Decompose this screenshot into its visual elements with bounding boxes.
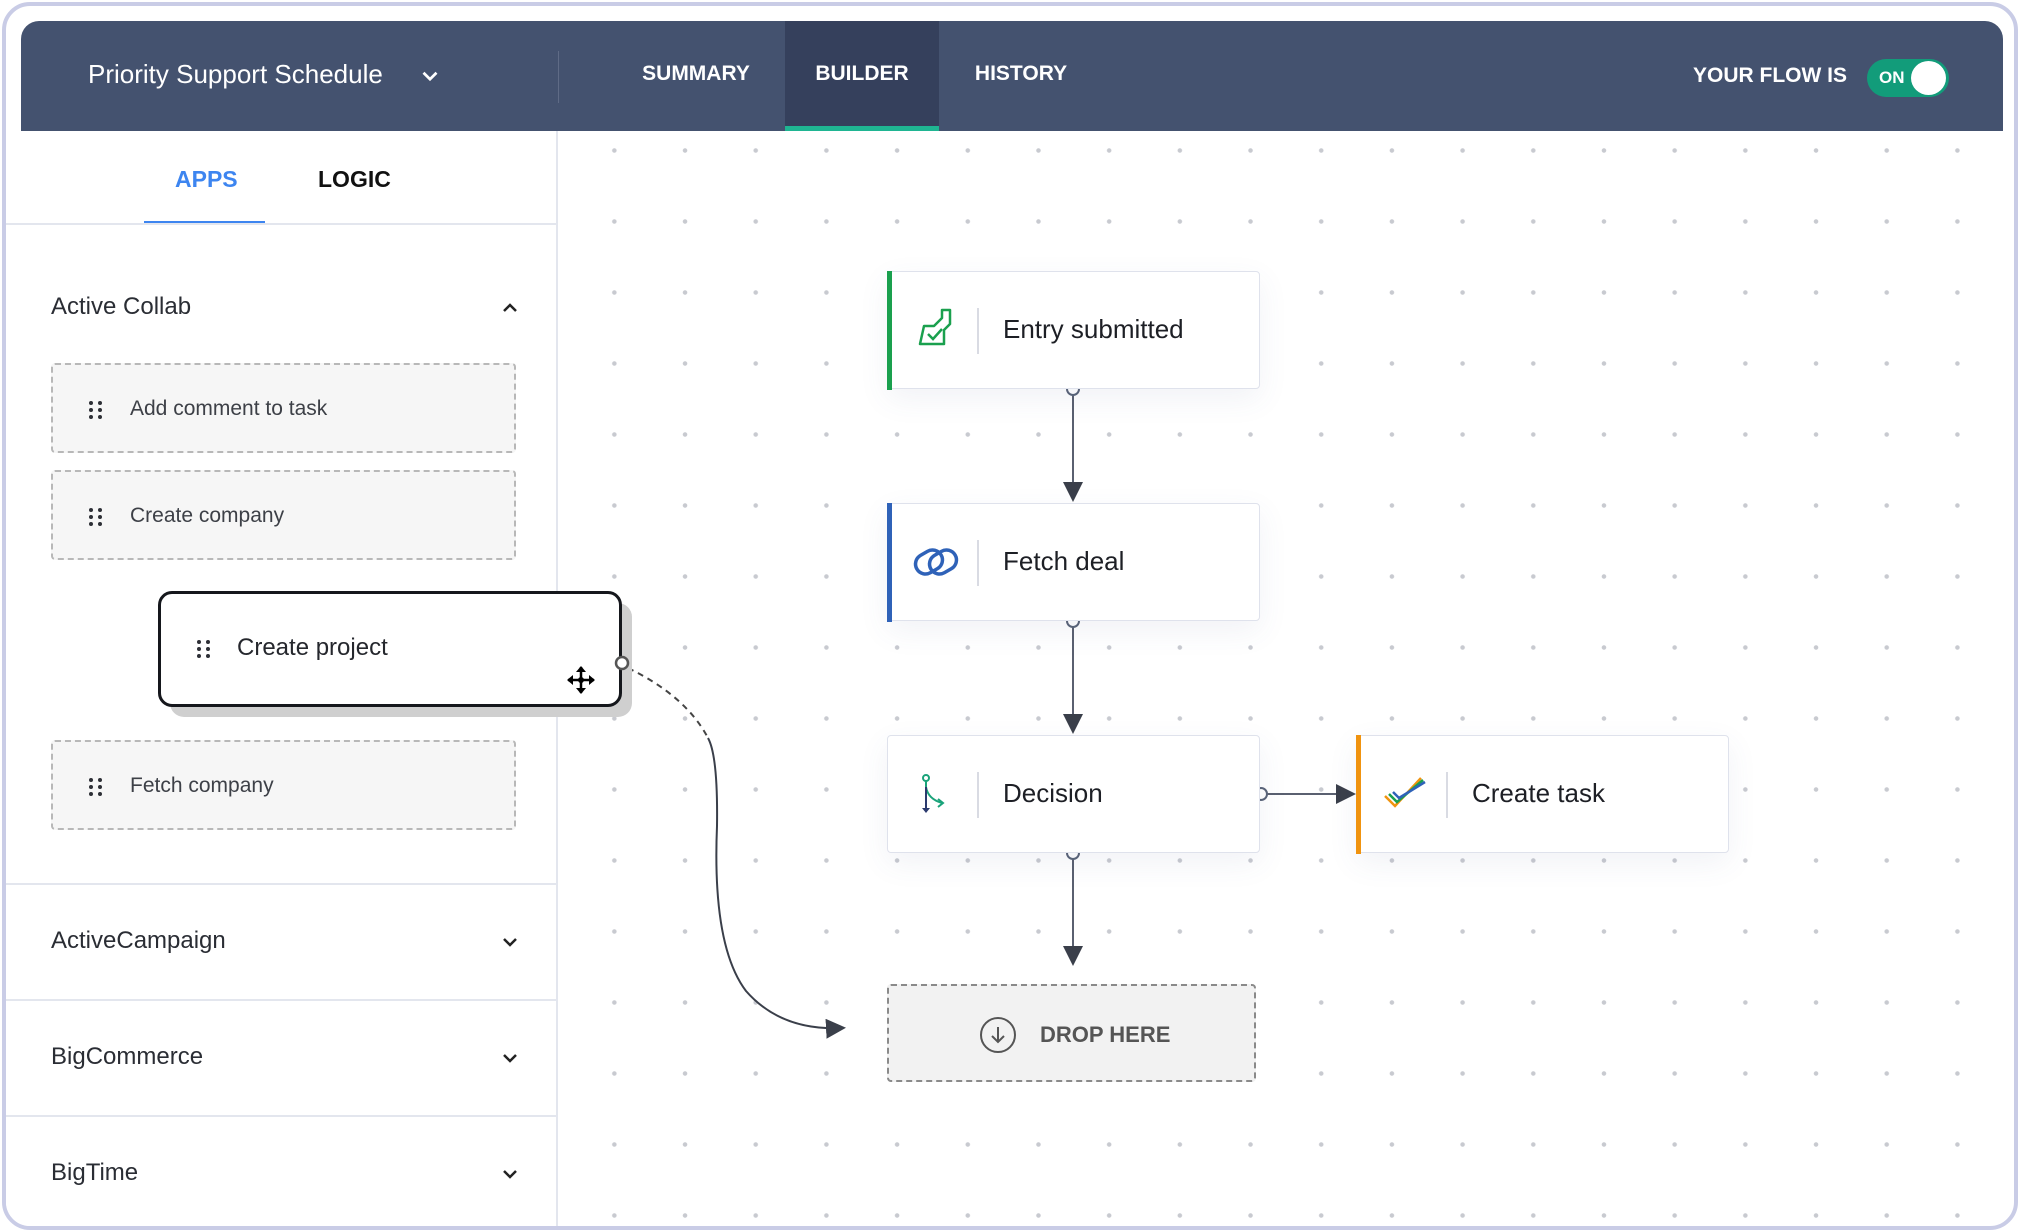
- toggle-knob: [1911, 61, 1946, 95]
- toggle-label: ON: [1879, 68, 1905, 87]
- node-accent-bar: [886, 270, 892, 390]
- sidebar-tab-logic[interactable]: LOGIC: [318, 166, 391, 192]
- node-separator: [1446, 772, 1448, 818]
- node-separator: [977, 308, 979, 354]
- drag-preview-dashed-line: [627, 667, 709, 739]
- group-active-collab[interactable]: Active Collab: [51, 293, 192, 320]
- node-label: Create task: [1472, 778, 1605, 808]
- node-separator: [977, 540, 979, 586]
- item-label: Add comment to task: [130, 397, 328, 420]
- chevron-down-icon[interactable]: [498, 1162, 522, 1186]
- form-entry-icon: [918, 308, 952, 346]
- node-accent-bar: [886, 502, 892, 622]
- app-action-item[interactable]: Fetch company: [51, 740, 516, 830]
- divider: [6, 883, 558, 885]
- app-action-item[interactable]: Create company: [51, 470, 516, 560]
- connector-fetch-decision: [1063, 614, 1083, 734]
- divider: [6, 223, 558, 225]
- item-label: Fetch company: [130, 774, 274, 797]
- drag-handle-icon[interactable]: [89, 508, 103, 526]
- flow-toggle[interactable]: ON: [1867, 59, 1949, 97]
- node-create-task[interactable]: Create task: [1355, 734, 1729, 854]
- connector-entry-fetch: [1063, 382, 1083, 502]
- chevron-down-icon[interactable]: [498, 1046, 522, 1070]
- connector-decision-drop: [1063, 846, 1083, 966]
- drag-handle-icon[interactable]: [89, 401, 103, 419]
- decision-branch-icon: [922, 774, 945, 813]
- connector-decision-task: [1254, 784, 1356, 804]
- divider: [6, 1115, 558, 1117]
- node-separator: [977, 772, 979, 818]
- node-label: Decision: [1003, 778, 1103, 808]
- drag-preview-curve: [707, 737, 846, 1039]
- item-label: Create company: [130, 504, 285, 527]
- tab-builder[interactable]: BUILDER: [785, 21, 939, 131]
- drag-handle-icon[interactable]: [197, 640, 211, 658]
- flow-title[interactable]: Priority Support Schedule: [88, 59, 383, 89]
- flow-status-label: YOUR FLOW IS: [1693, 64, 1847, 87]
- item-label: Create project: [237, 634, 388, 661]
- node-fetch-deal[interactable]: Fetch deal: [886, 502, 1260, 622]
- top-header: Priority Support Schedule SUMMARY BUILDE…: [21, 21, 2003, 131]
- flow-canvas[interactable]: [560, 134, 2014, 1226]
- arrow-down-circle-icon: [980, 1017, 1016, 1053]
- tab-summary[interactable]: SUMMARY: [642, 62, 750, 85]
- dragging-item-create-project[interactable]: Create project: [158, 591, 622, 707]
- drag-handle-icon[interactable]: [89, 778, 103, 796]
- sidebar-tab-apps[interactable]: APPS: [175, 166, 238, 192]
- chevron-down-icon[interactable]: [417, 63, 443, 89]
- node-entry-submitted[interactable]: Entry submitted: [886, 270, 1260, 390]
- crm-link-icon: [913, 548, 959, 576]
- node-label: Fetch deal: [1003, 546, 1125, 576]
- divider: [6, 999, 558, 1001]
- chevron-up-icon[interactable]: [498, 296, 522, 320]
- group-bigtime[interactable]: BigTime: [51, 1159, 139, 1186]
- task-check-icon: [1384, 777, 1426, 808]
- connectors: [627, 382, 1356, 1039]
- group-bigcommerce[interactable]: BigCommerce: [51, 1043, 204, 1070]
- header-divider: [558, 51, 559, 103]
- move-cursor-icon: [567, 666, 595, 694]
- drop-zone-label: DROP HERE: [1040, 1022, 1171, 1047]
- node-decision[interactable]: Decision: [887, 735, 1260, 853]
- app-action-item[interactable]: Add comment to task: [51, 363, 516, 453]
- chevron-down-icon[interactable]: [498, 930, 522, 954]
- drop-zone[interactable]: DROP HERE: [887, 984, 1256, 1082]
- connector-handle[interactable]: [614, 654, 632, 672]
- group-activecampaign[interactable]: ActiveCampaign: [51, 927, 226, 954]
- node-label: Entry submitted: [1003, 314, 1184, 344]
- tab-history[interactable]: HISTORY: [974, 62, 1068, 85]
- node-accent-bar: [1355, 734, 1361, 854]
